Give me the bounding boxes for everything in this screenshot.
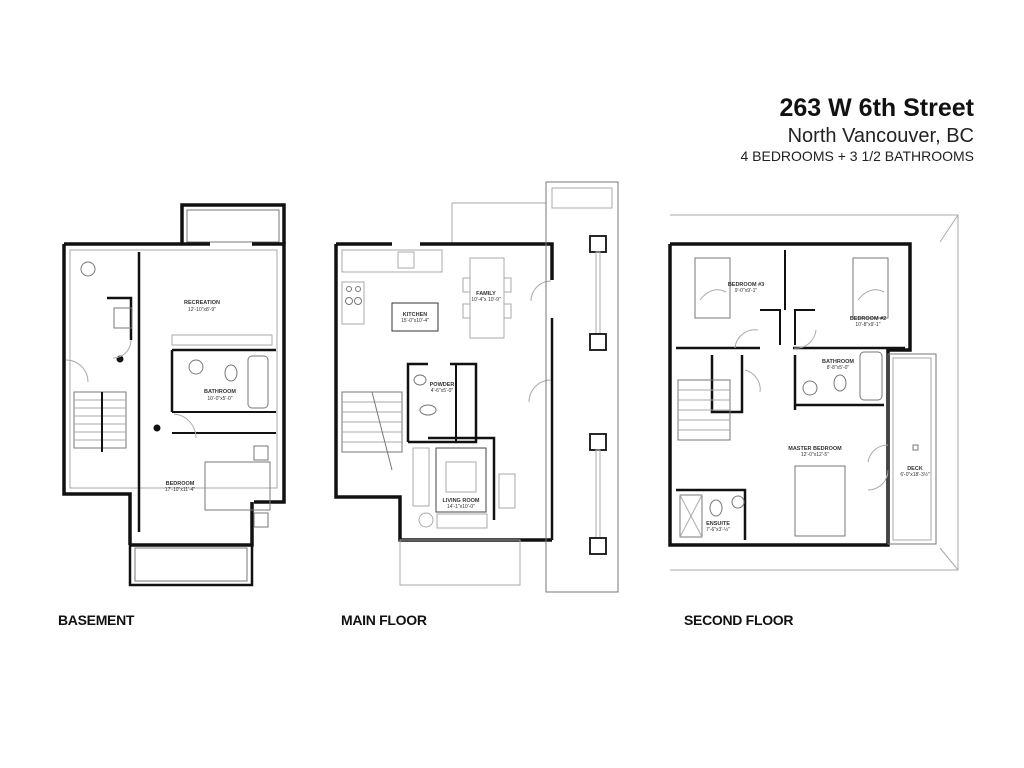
svg-text:12'-0"x12'-5": 12'-0"x12'-5" <box>801 452 829 458</box>
svg-text:KITCHEN: KITCHEN <box>403 312 427 318</box>
svg-text:10'-8"x9'-1": 10'-8"x9'-1" <box>855 322 880 328</box>
svg-text:FAMILY: FAMILY <box>476 291 496 297</box>
svg-text:BEDROOM #3: BEDROOM #3 <box>728 282 764 288</box>
svg-text:LIVING ROOM: LIVING ROOM <box>443 498 480 504</box>
svg-text:MASTER BEDROOM: MASTER BEDROOM <box>788 446 842 452</box>
property-address: 263 W 6th Street <box>779 94 974 122</box>
svg-text:DECK: DECK <box>907 466 923 472</box>
svg-text:14'-1"x10'-0": 14'-1"x10'-0" <box>447 504 475 510</box>
svg-text:15'-0"x10'-4": 15'-0"x10'-4" <box>401 318 429 324</box>
svg-text:9'-0"x9'-1": 9'-0"x9'-1" <box>735 288 758 294</box>
floor-label-main: MAIN FLOOR <box>341 612 427 628</box>
second-floor-plan: BEDROOM #3 9'-0"x9'-1" BEDROOM #2 10'-8"… <box>668 214 959 571</box>
floor-label-second: SECOND FLOOR <box>684 612 794 628</box>
room-dims: 12'-10"x8'-9" <box>188 307 216 313</box>
property-summary: 4 BEDROOMS + 3 1/2 BATHROOMS <box>740 147 974 164</box>
svg-text:BATHROOM: BATHROOM <box>822 359 854 365</box>
svg-text:6'-0"x18'-3½": 6'-0"x18'-3½" <box>900 471 930 478</box>
deck-planters <box>589 235 607 555</box>
svg-text:ENSUITE: ENSUITE <box>706 521 730 527</box>
svg-text:BEDROOM #2: BEDROOM #2 <box>850 316 886 322</box>
property-city: North Vancouver, BC <box>787 124 974 147</box>
svg-text:8'-8"x5'-0": 8'-8"x5'-0" <box>827 365 850 371</box>
svg-text:BATHROOM: BATHROOM <box>204 389 236 395</box>
svg-text:10'-0"x5'-0": 10'-0"x5'-0" <box>207 396 232 402</box>
floor-label-basement: BASEMENT <box>58 612 135 628</box>
room-label: RECREATION <box>184 300 220 306</box>
svg-text:BEDROOM: BEDROOM <box>166 481 195 487</box>
basement-plan: RECREATION 12'-10"x8'-9" BATHROOM 10'-0"… <box>62 203 286 587</box>
listing-header: 263 W 6th Street North Vancouver, BC 4 B… <box>740 94 974 164</box>
svg-text:4'-6"x5'-0": 4'-6"x5'-0" <box>431 388 454 394</box>
svg-text:7'-6"x3'-½": 7'-6"x3'-½" <box>706 526 730 533</box>
svg-text:10'-4"x 10'-9": 10'-4"x 10'-9" <box>471 297 501 303</box>
svg-text:POWDER: POWDER <box>430 382 455 388</box>
main-floor-plan: FAMILY 10'-4"x 10'-9" KITCHEN 15'-0"x10'… <box>334 181 619 593</box>
svg-text:17'-10"x11'-4": 17'-10"x11'-4" <box>165 487 196 493</box>
